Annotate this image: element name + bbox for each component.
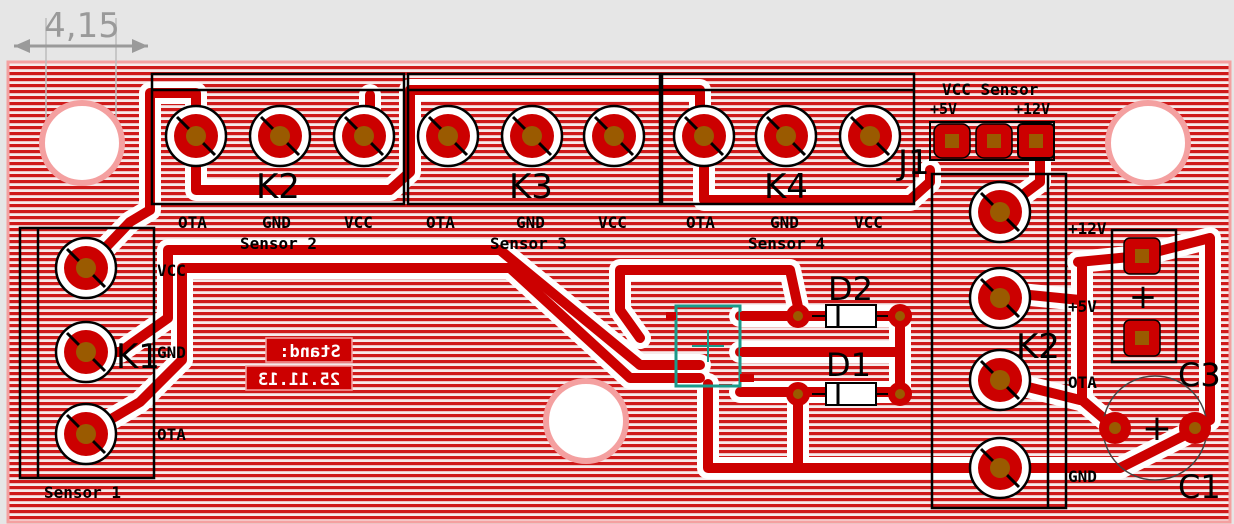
connector-k1-outline (18, 226, 156, 480)
jumper-pin (933, 123, 971, 159)
k1-title: Sensor 1 (44, 483, 121, 502)
k2-power-pin-label: GND (1068, 467, 1097, 486)
k2-pin-label: OTA (178, 213, 207, 232)
k3-pin-label: VCC (598, 213, 627, 232)
k3-title: Sensor 3 (490, 234, 567, 253)
mounting-hole (543, 378, 629, 464)
mounting-hole (1105, 100, 1191, 186)
terminal-pad (416, 104, 480, 168)
c1-label: C1 (1178, 468, 1221, 506)
terminal-pad (672, 104, 736, 168)
diode-d1 (786, 382, 912, 406)
capacitor-c1-plus: + (1142, 408, 1172, 449)
ic-footprint (666, 304, 754, 388)
diode-d2 (786, 304, 912, 328)
jumper-left-label: +5V (930, 100, 957, 118)
terminal-pad (754, 104, 818, 168)
k2-power-pin-label: +5V (1068, 297, 1097, 316)
silkscreen-text: VCC GND OTA Sensor 1 K1 K2 OTA GND VCC S… (44, 80, 1221, 506)
jumper-name: J1 (896, 143, 930, 183)
jumper-pin (975, 123, 1013, 159)
k4-title: Sensor 4 (748, 234, 825, 253)
capacitor-c3-plus: + (1129, 277, 1158, 317)
k1-pin-label: OTA (157, 425, 186, 444)
d1-label: D1 (826, 346, 871, 384)
mounting-hole (39, 100, 125, 186)
terminal-pad (54, 236, 118, 300)
dimension-label: 4,15 (44, 6, 120, 46)
k2-pin-label: GND (262, 213, 291, 232)
jumper-pin (1017, 123, 1055, 159)
k1-pin-label: VCC (157, 261, 186, 280)
terminal-pad (582, 104, 646, 168)
k2-power-name: K2 (1016, 327, 1060, 367)
k1-pin-label: GND (157, 343, 186, 362)
terminal-pad (54, 320, 118, 384)
terminal-pad (968, 436, 1032, 500)
k3-name: K3 (509, 167, 553, 207)
capacitor-c3: + (1123, 237, 1161, 357)
terminal-pad (968, 348, 1032, 412)
terminal-pads (54, 104, 1032, 500)
terminal-pad (500, 104, 564, 168)
connector-k2-power-outline (930, 172, 1068, 510)
jumper-j1 (929, 121, 1055, 161)
k2-power-pin-label: +12V (1068, 219, 1107, 238)
terminal-pad (968, 266, 1032, 330)
connector-k2-outline (150, 72, 406, 206)
connector-k4-outline (660, 72, 916, 206)
terminal-pad (248, 104, 312, 168)
k2-power-pin-label: OTA (1068, 373, 1097, 392)
k4-pin-label: OTA (686, 213, 715, 232)
mounting-holes (39, 100, 1191, 464)
k4-name: K4 (764, 167, 808, 207)
terminal-pad (968, 180, 1032, 244)
terminal-pad (332, 104, 396, 168)
capacitor-c3-outline (1110, 228, 1178, 364)
jumper-right-label: +12V (1014, 100, 1050, 118)
k3-pin-label: GND (516, 213, 545, 232)
k2-name: K2 (256, 167, 300, 207)
stand-label-date: 25.11.13 (258, 370, 340, 390)
terminal-pad (54, 402, 118, 466)
k2-title: Sensor 2 (240, 234, 317, 253)
d2-label: D2 (828, 270, 873, 308)
k1-name: K1 (116, 337, 160, 377)
jumper-title: VCC Sensor (942, 80, 1038, 99)
k4-pin-label: GND (770, 213, 799, 232)
terminal-pad (838, 104, 902, 168)
capacitor-c1: + (1099, 408, 1211, 449)
terminal-pad (164, 104, 228, 168)
stand-label: Stand: 25.11.13 (245, 337, 353, 391)
connector-k3-outline (406, 72, 662, 206)
k2-pin-label: VCC (344, 213, 373, 232)
c3-label: C3 (1178, 356, 1221, 394)
k3-pin-label: OTA (426, 213, 455, 232)
k4-pin-label: VCC (854, 213, 883, 232)
stand-label-title: Stand: (279, 342, 340, 362)
